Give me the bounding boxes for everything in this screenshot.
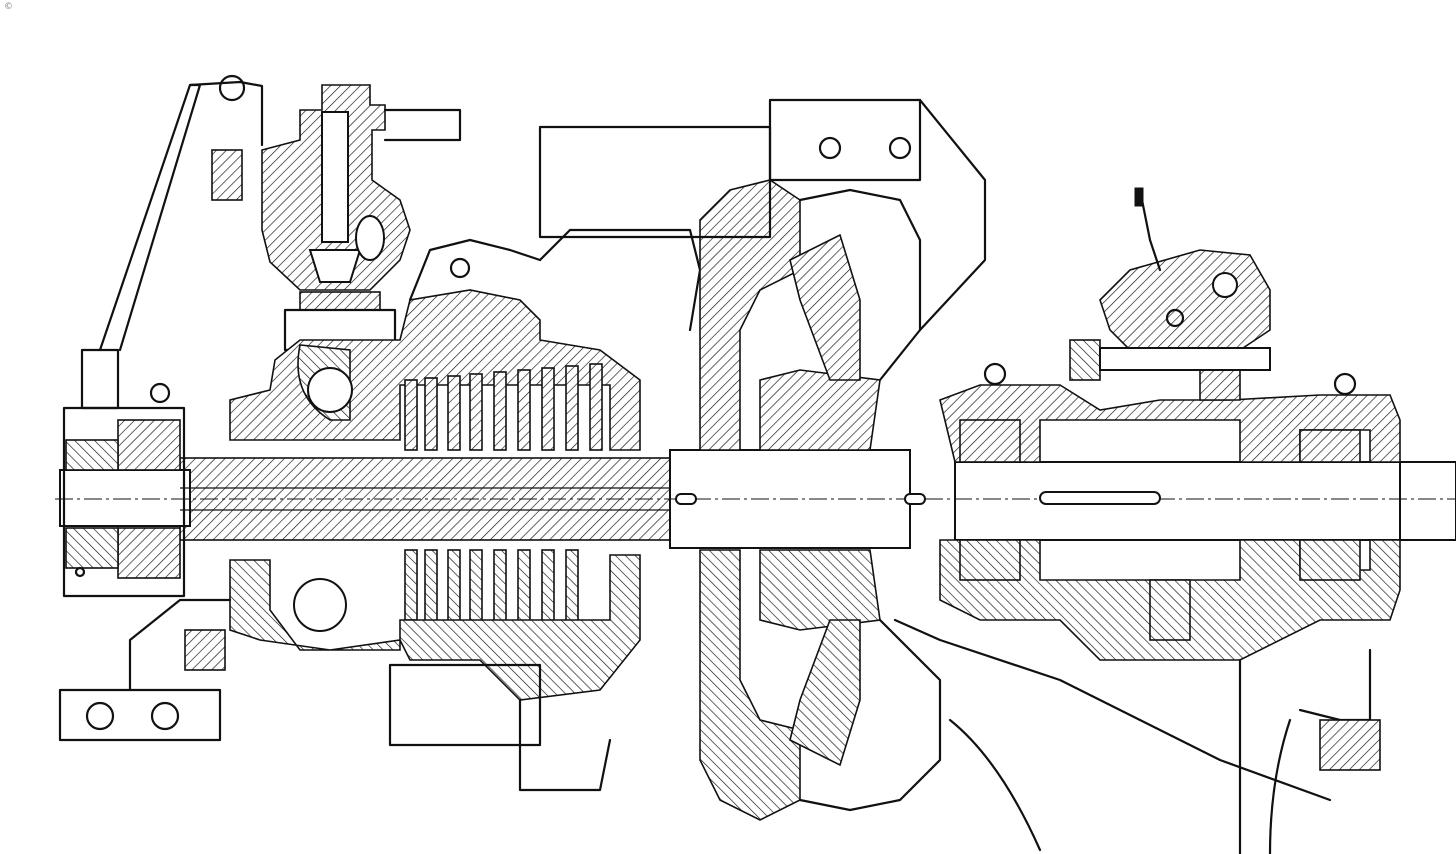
copyright-icon: © [4,2,13,12]
hp-blades-top [404,363,603,451]
front-foot [58,598,232,742]
steam-valve-chest [261,84,462,352]
rear-governor [1069,187,1271,401]
hp-casing-top [229,228,702,451]
rotor-shaft [55,449,1456,549]
hp-casing-bottom [229,554,641,792]
hp-blades-bottom [404,549,579,635]
lp-exhaust-section [538,98,987,821]
front-bearing [62,382,186,598]
governor-linkage [80,74,264,410]
lower-frame [893,618,1381,854]
rear-casing [939,362,1401,661]
